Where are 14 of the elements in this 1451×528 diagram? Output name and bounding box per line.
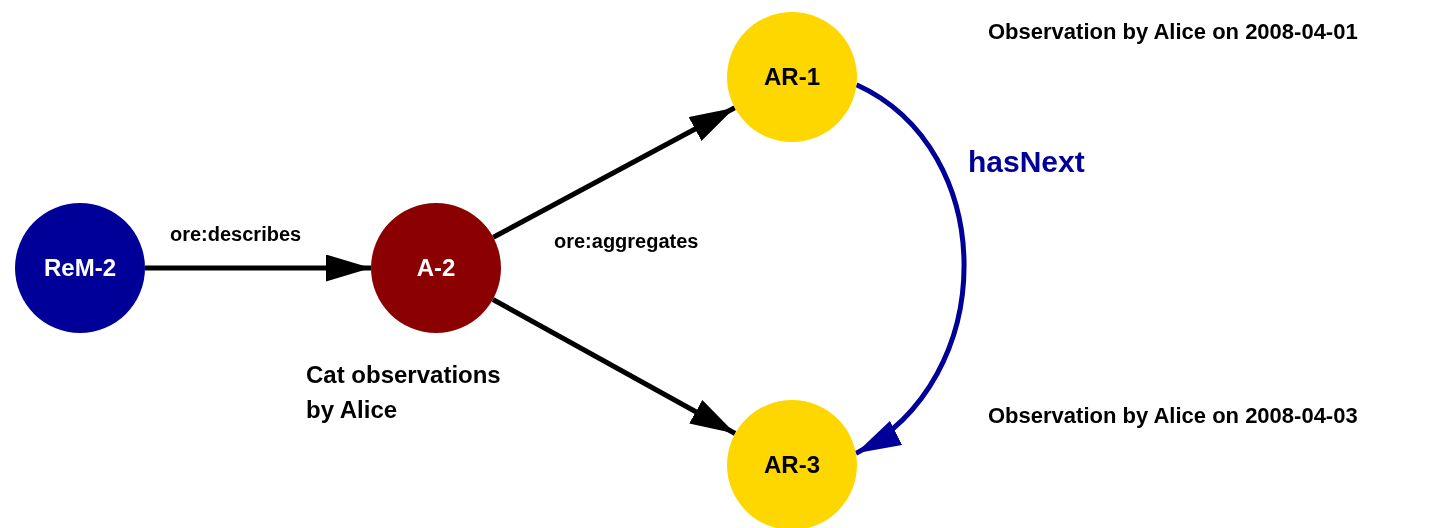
- arrow: [491, 297, 737, 436]
- arrow: [854, 82, 967, 456]
- node-label: AR-3: [764, 451, 820, 479]
- arrow: [145, 254, 371, 282]
- node-label: ReM-2: [44, 254, 116, 282]
- note-text: Observation by Alice on 2008-04-03: [988, 402, 1358, 430]
- node-label: A-2: [416, 254, 456, 282]
- note-text: Observation by Alice on 2008-04-01: [988, 18, 1358, 46]
- edge-label: hasNext: [968, 144, 1085, 180]
- edge-label: ore:aggregates: [554, 229, 699, 254]
- node-caption: Cat observations by Alice: [306, 360, 502, 425]
- arrow: [492, 105, 736, 240]
- node-label: AR-1: [764, 63, 820, 91]
- edge-label: ore:describes: [170, 222, 302, 247]
